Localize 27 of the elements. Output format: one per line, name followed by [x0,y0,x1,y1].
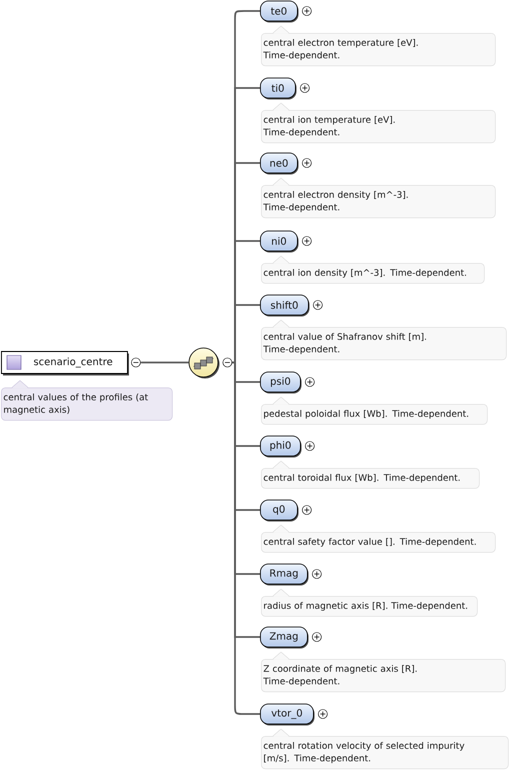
annotation-bubble: central ion density [m^-3]. Time-dependent. [261,256,485,284]
element-pill: shift0 [260,294,310,316]
connector-line [140,362,189,364]
element-pill: q0 [260,500,298,522]
element-pill: ni0 [260,230,298,252]
element-box: scenario_centre [1,351,129,376]
annotation-bubble: central toroidal flux [Wb]. Time-dependent. [261,460,480,489]
element-pill: Rmag [260,564,308,586]
annotation-bubble: Z coordinate of magnetic axis [R]. Time-dependent. [261,652,506,692]
element-pill: phi0 [260,436,302,458]
annotation-bubble: radius of magnetic axis [R]. Time-dependent. [261,588,478,617]
annotation-bubble: central electron density [m^-3]. Time-dependent. [261,178,496,218]
annotation-bubble: central electron temperature [eV]. Time-dependent. [261,26,496,66]
element-pill: psi0 [260,372,302,394]
element-pill: ne0 [260,152,298,174]
element-pill: te0 [260,0,298,22]
element-pill: ti0 [260,78,296,100]
connector-line [232,304,260,364]
annotation-bubble: central value of Shafranov shift [m]. Time-dependent. [261,320,507,360]
annotation-bubble: central safety factor value []. Time-dependent. [261,524,496,553]
element-pill: vtor_0 [260,704,314,726]
annotation-bubble: central rotation velocity of selected impurity [m/s]. Time-dependent. [261,728,509,770]
annotation-bubble: central ion temperature [eV]. Time-dependent. [261,102,496,144]
connector-line [232,362,260,715]
annotation-bubble: central values of the profiles (at magnetic axis) [1,380,173,421]
element-pill: Zmag [260,626,308,648]
annotation-bubble: pedestal poloidal flux [Wb]. Time-dependent. [261,396,488,425]
